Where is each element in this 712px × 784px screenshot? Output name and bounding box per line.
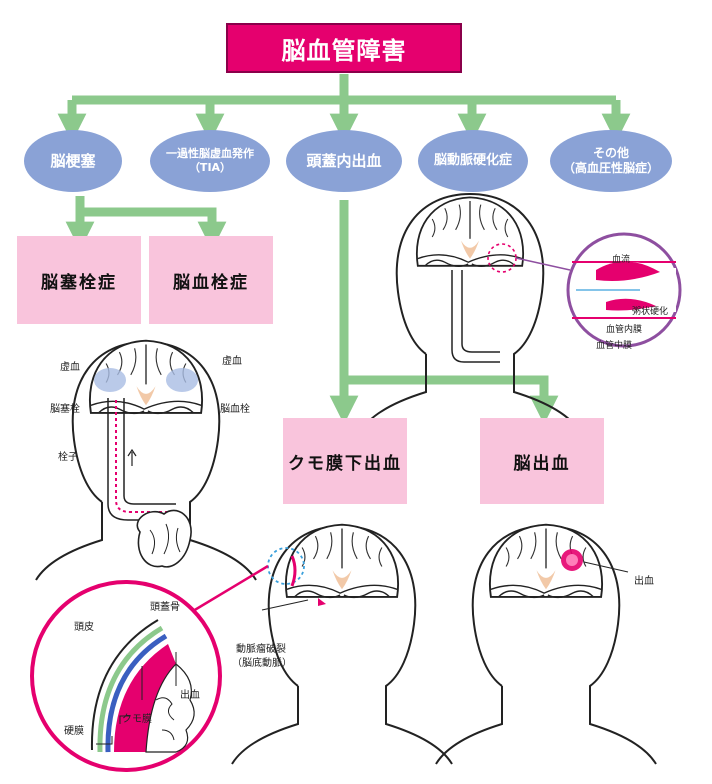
ich-figure <box>435 523 657 765</box>
label-skull: 頭蓋骨 <box>150 602 180 613</box>
box-intracerebral-hemorrhage: 脳出血 <box>480 418 604 504</box>
arteriosclerosis-figure <box>359 193 682 433</box>
oval-tia: 一過性脳虚血発作 （TIA） <box>150 130 270 192</box>
label-ischemia-left: 虚血 <box>60 362 80 373</box>
oval-sublabel: （TIA） <box>188 161 232 174</box>
oval-label: その他 <box>592 146 629 160</box>
box-cerebral-embolism: 脳塞栓症 <box>17 236 141 324</box>
flow-arrows <box>57 74 631 425</box>
label-intima: 血管内膜 <box>606 325 643 335</box>
page-title: 脳血管障害 <box>226 23 462 73</box>
label-bleeding-ich: 出血 <box>634 576 654 587</box>
label-thrombus: 脳血栓 <box>220 404 250 415</box>
oval-sublabel: （高血圧性脳症） <box>562 161 659 175</box>
label-atheroma: 粥状硬化 <box>632 307 669 317</box>
label-scalp: 頭皮 <box>74 622 94 633</box>
label-ischemia-right: 虚血 <box>222 356 242 367</box>
label-embolus: 栓子 <box>58 452 78 463</box>
label-aneurysm-sub: （脳底動脈） <box>232 658 292 669</box>
label-media: 血管中膜 <box>596 341 633 351</box>
sah-figure <box>30 523 453 772</box>
label-arachnoid: クモ膜 <box>122 714 152 725</box>
box-subarachnoid-hemorrhage: クモ膜下出血 <box>283 418 407 504</box>
oval-label: 頭蓋内出血 <box>306 151 382 170</box>
oval-other: その他 （高血圧性脳症） <box>550 130 672 192</box>
label-blood-flow: 血流 <box>612 255 631 265</box>
oval-label: 脳動脈硬化症 <box>433 152 512 168</box>
oval-label: 一過性脳虚血発作 <box>166 147 254 161</box>
label-embolism: 脳塞栓 <box>50 404 80 415</box>
box-cerebral-thrombosis: 脳血栓症 <box>149 236 273 324</box>
oval-intracranial-hemorrhage: 頭蓋内出血 <box>286 130 402 192</box>
oval-cerebral-infarction: 脳梗塞 <box>24 130 122 192</box>
label-bleeding-inset: 出血 <box>180 690 200 701</box>
oval-arteriosclerosis: 脳動脈硬化症 <box>418 130 528 192</box>
label-aneurysm: 動脈瘤破裂 <box>236 644 286 655</box>
infarction-figure <box>35 339 257 581</box>
oval-label: 脳梗塞 <box>50 151 96 170</box>
label-dura: 硬膜 <box>64 726 84 737</box>
